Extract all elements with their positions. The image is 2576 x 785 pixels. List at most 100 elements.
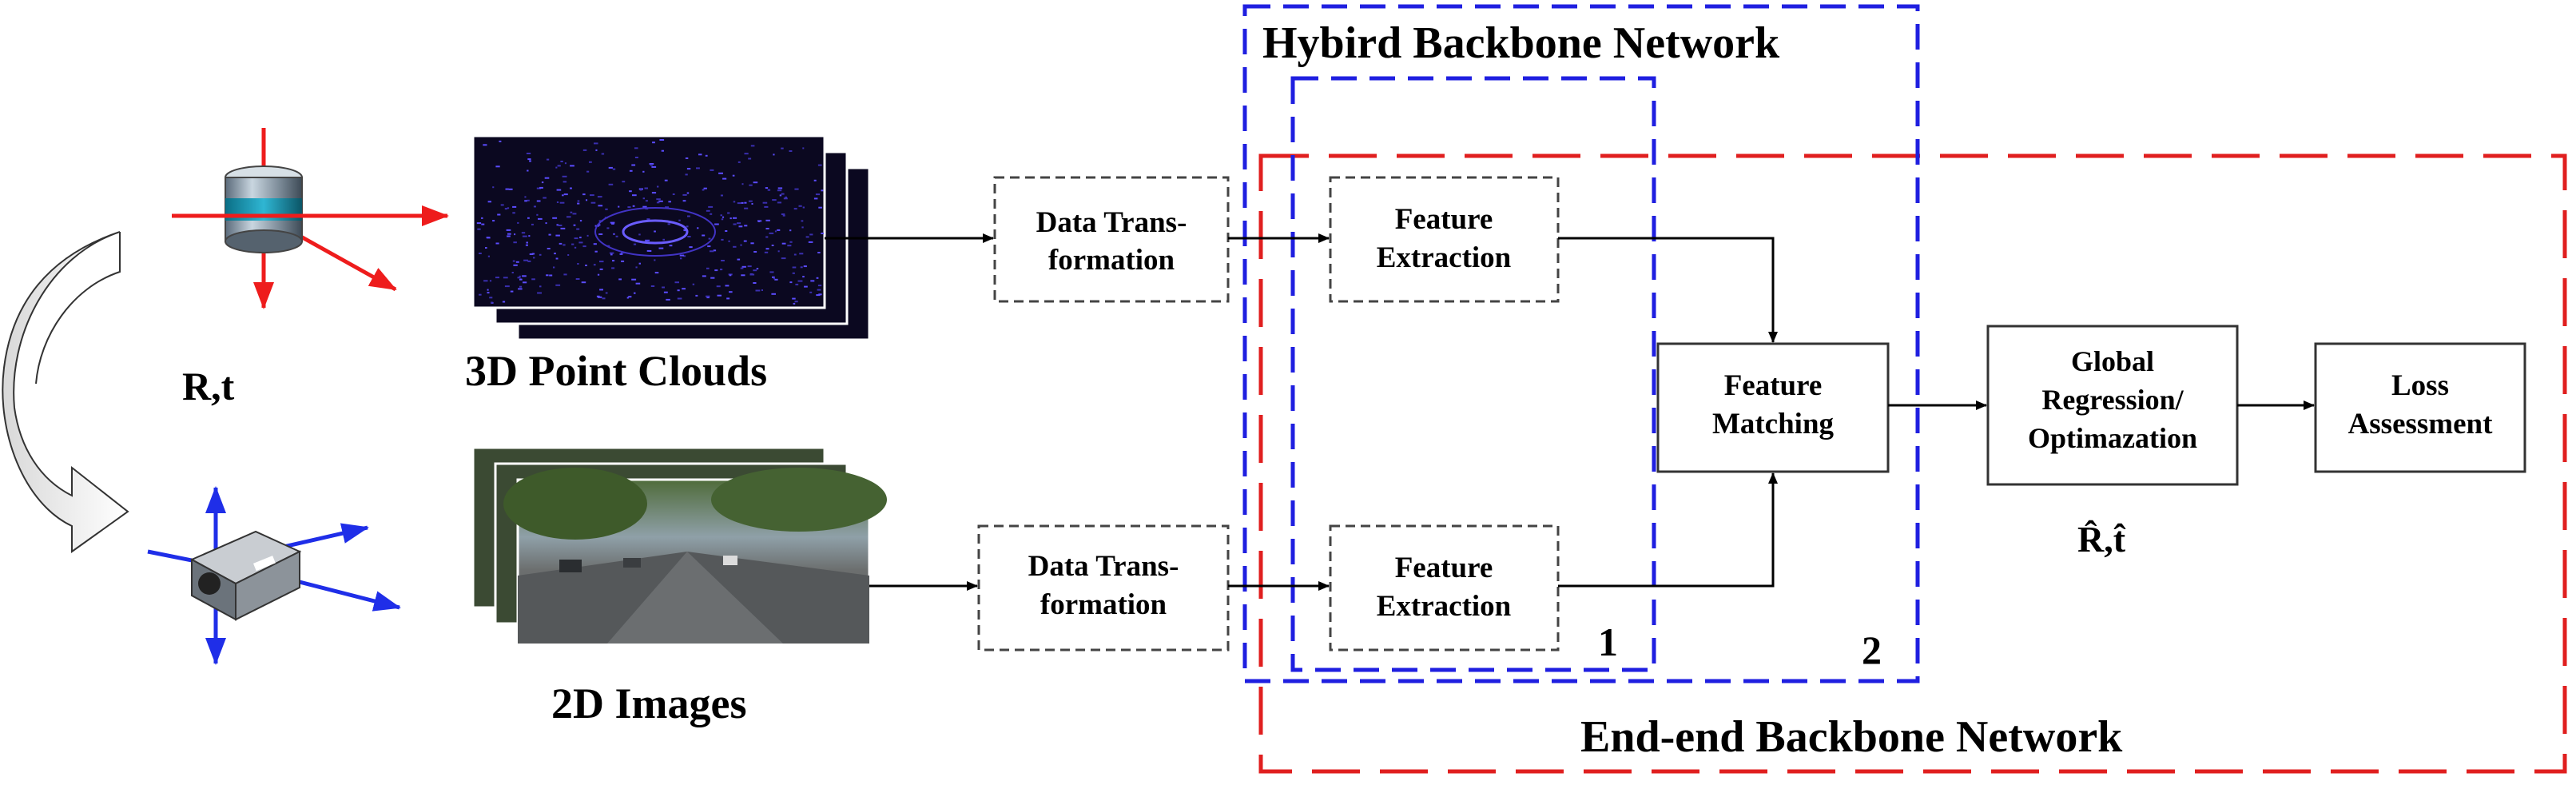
point-cloud-speck: [563, 244, 566, 246]
point-cloud-speck: [538, 217, 543, 220]
point-cloud-speck: [489, 297, 493, 299]
point-cloud-speck: [733, 245, 737, 248]
point-cloud-speck: [585, 265, 587, 266]
point-cloud-speck: [650, 285, 655, 287]
point-cloud-speck: [629, 190, 632, 193]
point-cloud-speck: [817, 252, 821, 253]
point-cloud-speck: [679, 254, 684, 257]
point-cloud-speck: [810, 280, 815, 282]
point-cloud-speck: [642, 170, 645, 173]
point-cloud-speck: [781, 242, 786, 245]
point-cloud-speck: [615, 235, 618, 237]
point-cloud-speck: [563, 273, 567, 276]
point-cloud-speck: [686, 192, 690, 194]
point-cloud-speck: [486, 237, 491, 239]
point-cloud-speck: [527, 169, 529, 172]
point-cloud-speck: [513, 264, 518, 266]
point-cloud-speck: [483, 144, 487, 146]
point-cloud-speck: [821, 189, 824, 192]
point-cloud-speck: [802, 206, 805, 209]
point-cloud-speck: [555, 284, 561, 286]
point-cloud-speck: [710, 250, 714, 253]
point-cloud-speck: [800, 266, 803, 269]
point-cloud-speck: [638, 262, 641, 265]
point-cloud-speck: [710, 169, 714, 171]
point-cloud-speck: [531, 223, 534, 225]
point-cloud-speck: [726, 297, 730, 300]
point-cloud-speck: [659, 139, 665, 141]
point-cloud-speck: [662, 238, 665, 241]
point-cloud-speck: [756, 268, 759, 270]
point-cloud-speck: [762, 201, 768, 204]
point-cloud-speck: [702, 275, 706, 277]
point-cloud-speck: [632, 205, 635, 207]
point-cloud-speck: [817, 164, 822, 166]
point-cloud-speck: [757, 221, 761, 222]
point-cloud-speck: [804, 285, 808, 288]
loss-assessment-box: Loss Assessment: [2314, 342, 2526, 473]
point-cloud-speck: [514, 233, 516, 236]
point-cloud-speck: [539, 253, 542, 256]
point-cloud-speck: [594, 142, 598, 145]
point-cloud-speck: [586, 199, 588, 201]
point-cloud-speck: [577, 263, 579, 265]
point-cloud-speck: [555, 166, 558, 169]
point-cloud-speck: [598, 296, 602, 298]
point-cloud-speck: [547, 248, 551, 249]
point-cloud-speck: [728, 240, 730, 242]
point-cloud-speck: [605, 292, 608, 294]
point-cloud-speck: [741, 183, 744, 185]
point-cloud-speck: [725, 285, 729, 287]
point-cloud-speck: [526, 153, 531, 154]
point-cloud-speck: [497, 213, 501, 216]
point-cloud-speck: [740, 267, 744, 269]
point-cloud-speck: [597, 196, 602, 198]
point-cloud-speck: [665, 206, 669, 209]
point-cloud-speck: [500, 204, 504, 206]
point-cloud-speck: [708, 237, 711, 240]
point-cloud-speck: [816, 294, 821, 297]
point-cloud-speck: [687, 236, 691, 237]
point-cloud-speck: [697, 227, 699, 229]
point-cloud-speck: [821, 233, 824, 234]
point-cloud-speck: [512, 212, 515, 214]
point-cloud-speck: [505, 188, 509, 190]
point-cloud-speck: [586, 170, 590, 173]
point-cloud-speck: [552, 217, 558, 219]
point-cloud-speck: [519, 278, 523, 281]
point-cloud-speck: [594, 250, 598, 253]
point-cloud-speck: [563, 181, 567, 183]
point-cloud-speck: [801, 220, 804, 222]
box-line: Feature: [1724, 369, 1823, 402]
hybrid-network-title: Hybird Backbone Network: [1262, 18, 1780, 68]
point-cloud-speck: [582, 193, 586, 196]
point-cloud-speck: [633, 243, 637, 245]
point-cloud-speck: [765, 236, 769, 238]
point-cloud-speck: [518, 288, 523, 290]
point-cloud-speck: [593, 243, 597, 245]
point-cloud-speck: [487, 289, 489, 291]
point-cloud-speck: [710, 277, 715, 279]
point-cloud-speck: [644, 187, 648, 189]
point-cloud-speck: [716, 285, 721, 288]
point-cloud-speck: [720, 194, 723, 197]
point-cloud-speck: [577, 202, 580, 205]
point-cloud-speck: [794, 188, 799, 190]
point-cloud-speck: [737, 161, 741, 163]
point-cloud-speck: [515, 261, 519, 263]
point-cloud-speck: [618, 278, 622, 281]
point-cloud-speck: [789, 281, 793, 284]
point-cloud-speck: [646, 249, 651, 252]
point-cloud-speck: [524, 200, 527, 202]
point-cloud-speck: [794, 301, 798, 303]
point-cloud-speck: [658, 247, 664, 249]
point-cloud-speck: [753, 282, 757, 284]
point-cloud-speck: [479, 253, 482, 254]
point-cloud-speck: [718, 172, 723, 174]
point-cloud-speck: [657, 185, 659, 188]
point-cloud-speck: [698, 153, 702, 156]
point-cloud-speck: [485, 247, 487, 249]
point-cloud-speck: [487, 292, 490, 294]
point-cloud-speck: [553, 266, 555, 269]
point-cloud-speck: [599, 261, 604, 263]
